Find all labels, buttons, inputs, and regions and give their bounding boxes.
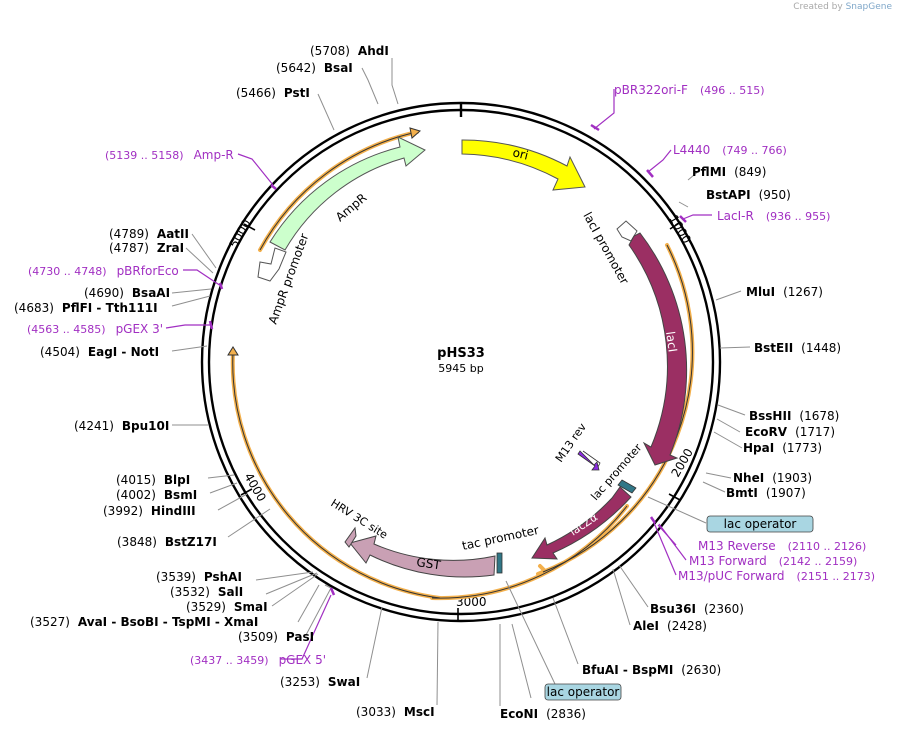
site-bsmi: (4002)BsmI [116,488,197,502]
site-bmti: BmtI(1907) [726,486,806,500]
lacza-feature [531,486,632,560]
site-bstapi: BstAPI(950) [706,188,791,202]
gst-feature [349,535,496,578]
snapgene-credit: Created by SnapGene [793,2,892,12]
site-ecorv: EcoRV(1717) [745,425,835,439]
lac-operator-1-label: lac operator [724,517,797,531]
tick-mark-2000 [668,493,681,501]
site-eagi: (4504)EagI - NotI [40,345,159,359]
site-alei: AleI(2428) [633,619,707,633]
primer-m13-puc-forward: M13/pUC Forward(2151 .. 2173) [678,569,875,583]
site-sali: (3532)SalI [170,585,243,599]
site-nhei: NheI(1903) [733,471,812,485]
site-mlui: MluI(1267) [746,285,823,299]
primer-pgex-5: (3437 .. 3459)pGEX 5' [190,653,326,667]
ori-label: ori [511,145,530,162]
site-bstz17i: (3848)BstZ17I [117,535,217,549]
orf-lacza-core [431,505,628,599]
tick-mark-5000 [243,223,256,231]
site-econi: EcoNI(2836) [500,707,586,721]
site-zrai: (4787)ZraI [109,241,184,255]
site-labels: (5708)AhdI (5642)BsaI (5466)PstI PflMI(8… [14,44,841,721]
primer-labels: pBR322ori-F(496 .. 515) L4440(749 .. 766… [27,83,875,667]
credit-prefix: Created by [793,2,843,12]
orf-amp-arrowhead [227,346,239,356]
site-blpi: (4015)BlpI [116,473,190,487]
laci-label: lacI [663,330,680,353]
orf-ampr-arrowhead [409,127,422,139]
primer-pbr322ori-f: pBR322ori-F(496 .. 515) [614,83,765,97]
tac-promoter-label: tac promoter [461,523,540,553]
laci-feature [628,232,688,466]
site-swai: (3253)SwaI [280,675,360,689]
site-pflfi: (4683)PflFI - Tth111I [14,301,158,315]
primer-pgex-3: (4563 .. 4585)pGEX 3' [27,322,163,336]
site-msci: (3033)MscI [356,705,435,719]
tick-mark-1000 [669,221,682,230]
primer-leader-lines [165,89,712,660]
site-bsshii: BssHII(1678) [749,409,839,423]
ampr-promoter-feature [257,247,287,282]
orf-amp-core [232,351,441,599]
primer-m13-forward: M13 Forward(2142 .. 2159) [689,554,857,568]
site-aatii: (4789)AatII [109,227,189,241]
site-bsteii: BstEII(1448) [754,341,841,355]
tick-mark-4000 [240,488,253,496]
site-bsu36i: Bsu36I(2360) [650,602,744,616]
site-hindiii: (3992)HindIII [103,504,196,518]
ampr-label: AmpR [333,191,369,225]
hrv-3c-feature [344,526,357,548]
lac-operator-2: lac operator [505,580,622,701]
tac-promoter-feature [496,552,503,574]
site-ahdi: (5708)AhdI [310,44,389,58]
site-pflmi: PflMI(849) [692,165,766,179]
primer-laci-r: LacI-R(936 .. 955) [717,209,830,223]
primer-amp-r: (5139 .. 5158)Amp-R [105,148,234,162]
ori-feature [461,139,586,191]
tick-5000: 5000 [226,217,253,250]
site-hpai: HpaI(1773) [743,441,822,455]
site-smai: (3529)SmaI [186,600,268,614]
lac-operator-2-label: lac operator [547,685,620,699]
primer-binding-marks [208,123,687,596]
site-avai: (3527)AvaI - BsoBI - TspMI - XmaI [30,615,258,629]
lac-promoter-feature [617,479,637,494]
site-pshai: (3539)PshAI [156,570,242,584]
primer-pbrforeco: (4730 .. 4748)pBRforEco [28,264,179,278]
site-bsaai: (4690)BsaAI [84,286,170,300]
primer-l4440: L4440(749 .. 766) [673,143,787,157]
plasmid-name: pHS33 [437,346,485,361]
m13-rev-feature [577,450,601,471]
primer-m13-reverse: M13 Reverse(2110 .. 2126) [698,539,866,553]
ampr-promoter-label: AmpR promoter [266,232,312,326]
site-psti: (5466)PstI [236,86,310,100]
plasmid-length: 5945 bp [438,362,483,375]
gst-label: GST [416,555,443,572]
site-leader-lines [171,58,751,706]
site-bfuai: BfuAI - BspMI(2630) [582,663,721,677]
site-bpu10i: (4241)Bpu10I [74,419,169,433]
site-pasi: (3509)PasI [238,630,314,644]
lac-operator-1: lac operator [647,496,814,533]
tick-4000: 4000 [241,471,268,504]
ampr-feature [269,136,426,251]
hrv-label: HRV 3C site [328,497,390,542]
laci-promoter-label: lacI promoter [580,210,631,287]
site-bsai: (5642)BsaI [276,61,353,75]
orf-ampr-core [259,131,418,251]
snapgene-logo: SnapGene [845,2,892,12]
